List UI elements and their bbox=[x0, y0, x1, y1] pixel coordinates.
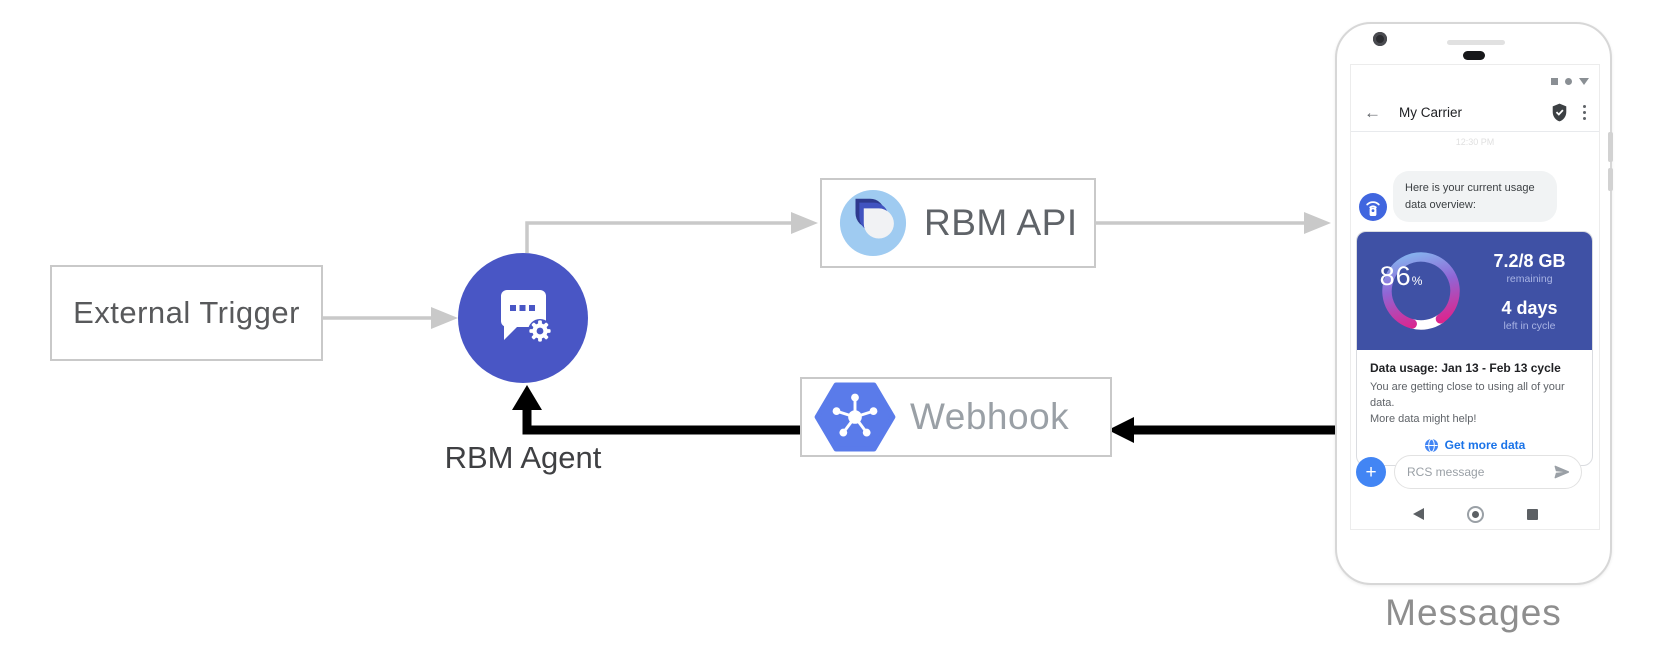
message-compose-bar bbox=[1394, 455, 1582, 489]
chat-bubble: Here is your current usage data overview… bbox=[1393, 171, 1557, 222]
gray-arrows bbox=[323, 221, 1304, 320]
rbm-agent-label: RBM Agent bbox=[444, 440, 602, 475]
android-nav-bar bbox=[1351, 497, 1599, 529]
nav-recents-icon[interactable] bbox=[1526, 508, 1538, 520]
gauge-percent-unit: % bbox=[1411, 274, 1423, 288]
usage-stats: 7.2/8 GB remaining 4 days left in cycle bbox=[1469, 232, 1590, 350]
get-more-data-button[interactable]: Get more data bbox=[1370, 438, 1579, 453]
usage-card-body-line1: You are getting close to using all of yo… bbox=[1370, 381, 1565, 409]
add-icon: + bbox=[1365, 461, 1377, 483]
chat-header: ← My Carrier bbox=[1351, 94, 1599, 132]
status-bar bbox=[1551, 78, 1589, 85]
conversation-title: My Carrier bbox=[1399, 105, 1462, 120]
arrowhead-webhook-to-agent bbox=[512, 385, 542, 410]
speaker-slit bbox=[1447, 40, 1505, 45]
phone-screen: ← My Carrier 12:30 PM bbox=[1350, 64, 1600, 530]
nav-back-icon[interactable] bbox=[1412, 508, 1424, 520]
bubble-line1: Here is your current usage bbox=[1405, 182, 1535, 194]
webhook-node: Webhook bbox=[800, 377, 1112, 457]
send-icon[interactable] bbox=[1553, 463, 1571, 481]
carrier-avatar bbox=[1359, 193, 1387, 221]
message-timestamp: 12:30 PM bbox=[1455, 137, 1495, 147]
data-remaining-label: remaining bbox=[1506, 272, 1553, 285]
rbm-agent-node bbox=[458, 253, 588, 383]
globe-icon bbox=[1424, 438, 1438, 453]
power-button bbox=[1608, 132, 1613, 162]
phone-device: ← My Carrier 12:30 PM bbox=[1335, 22, 1613, 585]
kebab-menu-icon[interactable] bbox=[1582, 104, 1586, 121]
earpiece bbox=[1463, 51, 1485, 60]
arrowhead-phone-to-webhook bbox=[1108, 417, 1134, 443]
verified-shield-icon bbox=[1552, 103, 1566, 122]
usage-card: 86 % 7.2/8 GB remaining 4 days left in c… bbox=[1356, 231, 1593, 466]
status-triangle-icon bbox=[1579, 78, 1589, 85]
carrier-antenna-icon bbox=[1366, 201, 1380, 216]
data-remaining-value: 7.2/8 GB bbox=[1493, 250, 1566, 271]
usage-card-body: You are getting close to using all of yo… bbox=[1370, 380, 1579, 428]
arrowhead-agent-to-api bbox=[791, 212, 818, 234]
rbm-api-label: RBM API bbox=[924, 202, 1078, 243]
rbm-api-node: RBM API bbox=[820, 178, 1096, 268]
gauge-percent-value: 86 bbox=[1379, 260, 1412, 291]
gauge-percent: 86 % bbox=[1357, 232, 1445, 320]
usage-gauge bbox=[1382, 252, 1460, 330]
days-left-value: 4 days bbox=[1501, 297, 1558, 318]
bubble-line2: data overview: bbox=[1405, 198, 1476, 211]
rbm-api-logo bbox=[839, 189, 907, 257]
external-trigger-node: External Trigger bbox=[50, 265, 323, 361]
days-left-label: left in cycle bbox=[1503, 319, 1556, 332]
back-arrow-icon[interactable]: ← bbox=[1364, 102, 1381, 122]
rcs-message-input[interactable] bbox=[1405, 464, 1553, 480]
cloud-hexagon-icon bbox=[814, 382, 896, 452]
nav-home-icon[interactable] bbox=[1466, 505, 1484, 523]
arrowhead-api-to-phone bbox=[1304, 212, 1331, 234]
external-trigger-label: External Trigger bbox=[73, 295, 300, 330]
camera-dot bbox=[1373, 32, 1387, 46]
chat-gear-icon bbox=[501, 290, 552, 343]
usage-card-gauge-panel: 86 % 7.2/8 GB remaining 4 days left in c… bbox=[1357, 232, 1592, 350]
usage-card-body-line2: More data might help! bbox=[1370, 412, 1477, 425]
webhook-label: Webhook bbox=[910, 396, 1070, 437]
arrowhead-trigger-to-agent bbox=[431, 307, 458, 329]
usage-card-details: Data usage: Jan 13 - Feb 13 cycle You ar… bbox=[1357, 350, 1592, 465]
volume-button bbox=[1608, 168, 1613, 191]
get-more-data-label: Get more data bbox=[1444, 438, 1526, 453]
status-square-icon bbox=[1551, 78, 1558, 85]
status-dot-icon bbox=[1565, 78, 1572, 85]
phone-caption: Messages bbox=[1385, 592, 1562, 633]
add-attachment-button[interactable]: + bbox=[1356, 457, 1386, 487]
usage-card-title: Data usage: Jan 13 - Feb 13 cycle bbox=[1370, 361, 1561, 375]
black-arrows bbox=[522, 410, 1336, 435]
